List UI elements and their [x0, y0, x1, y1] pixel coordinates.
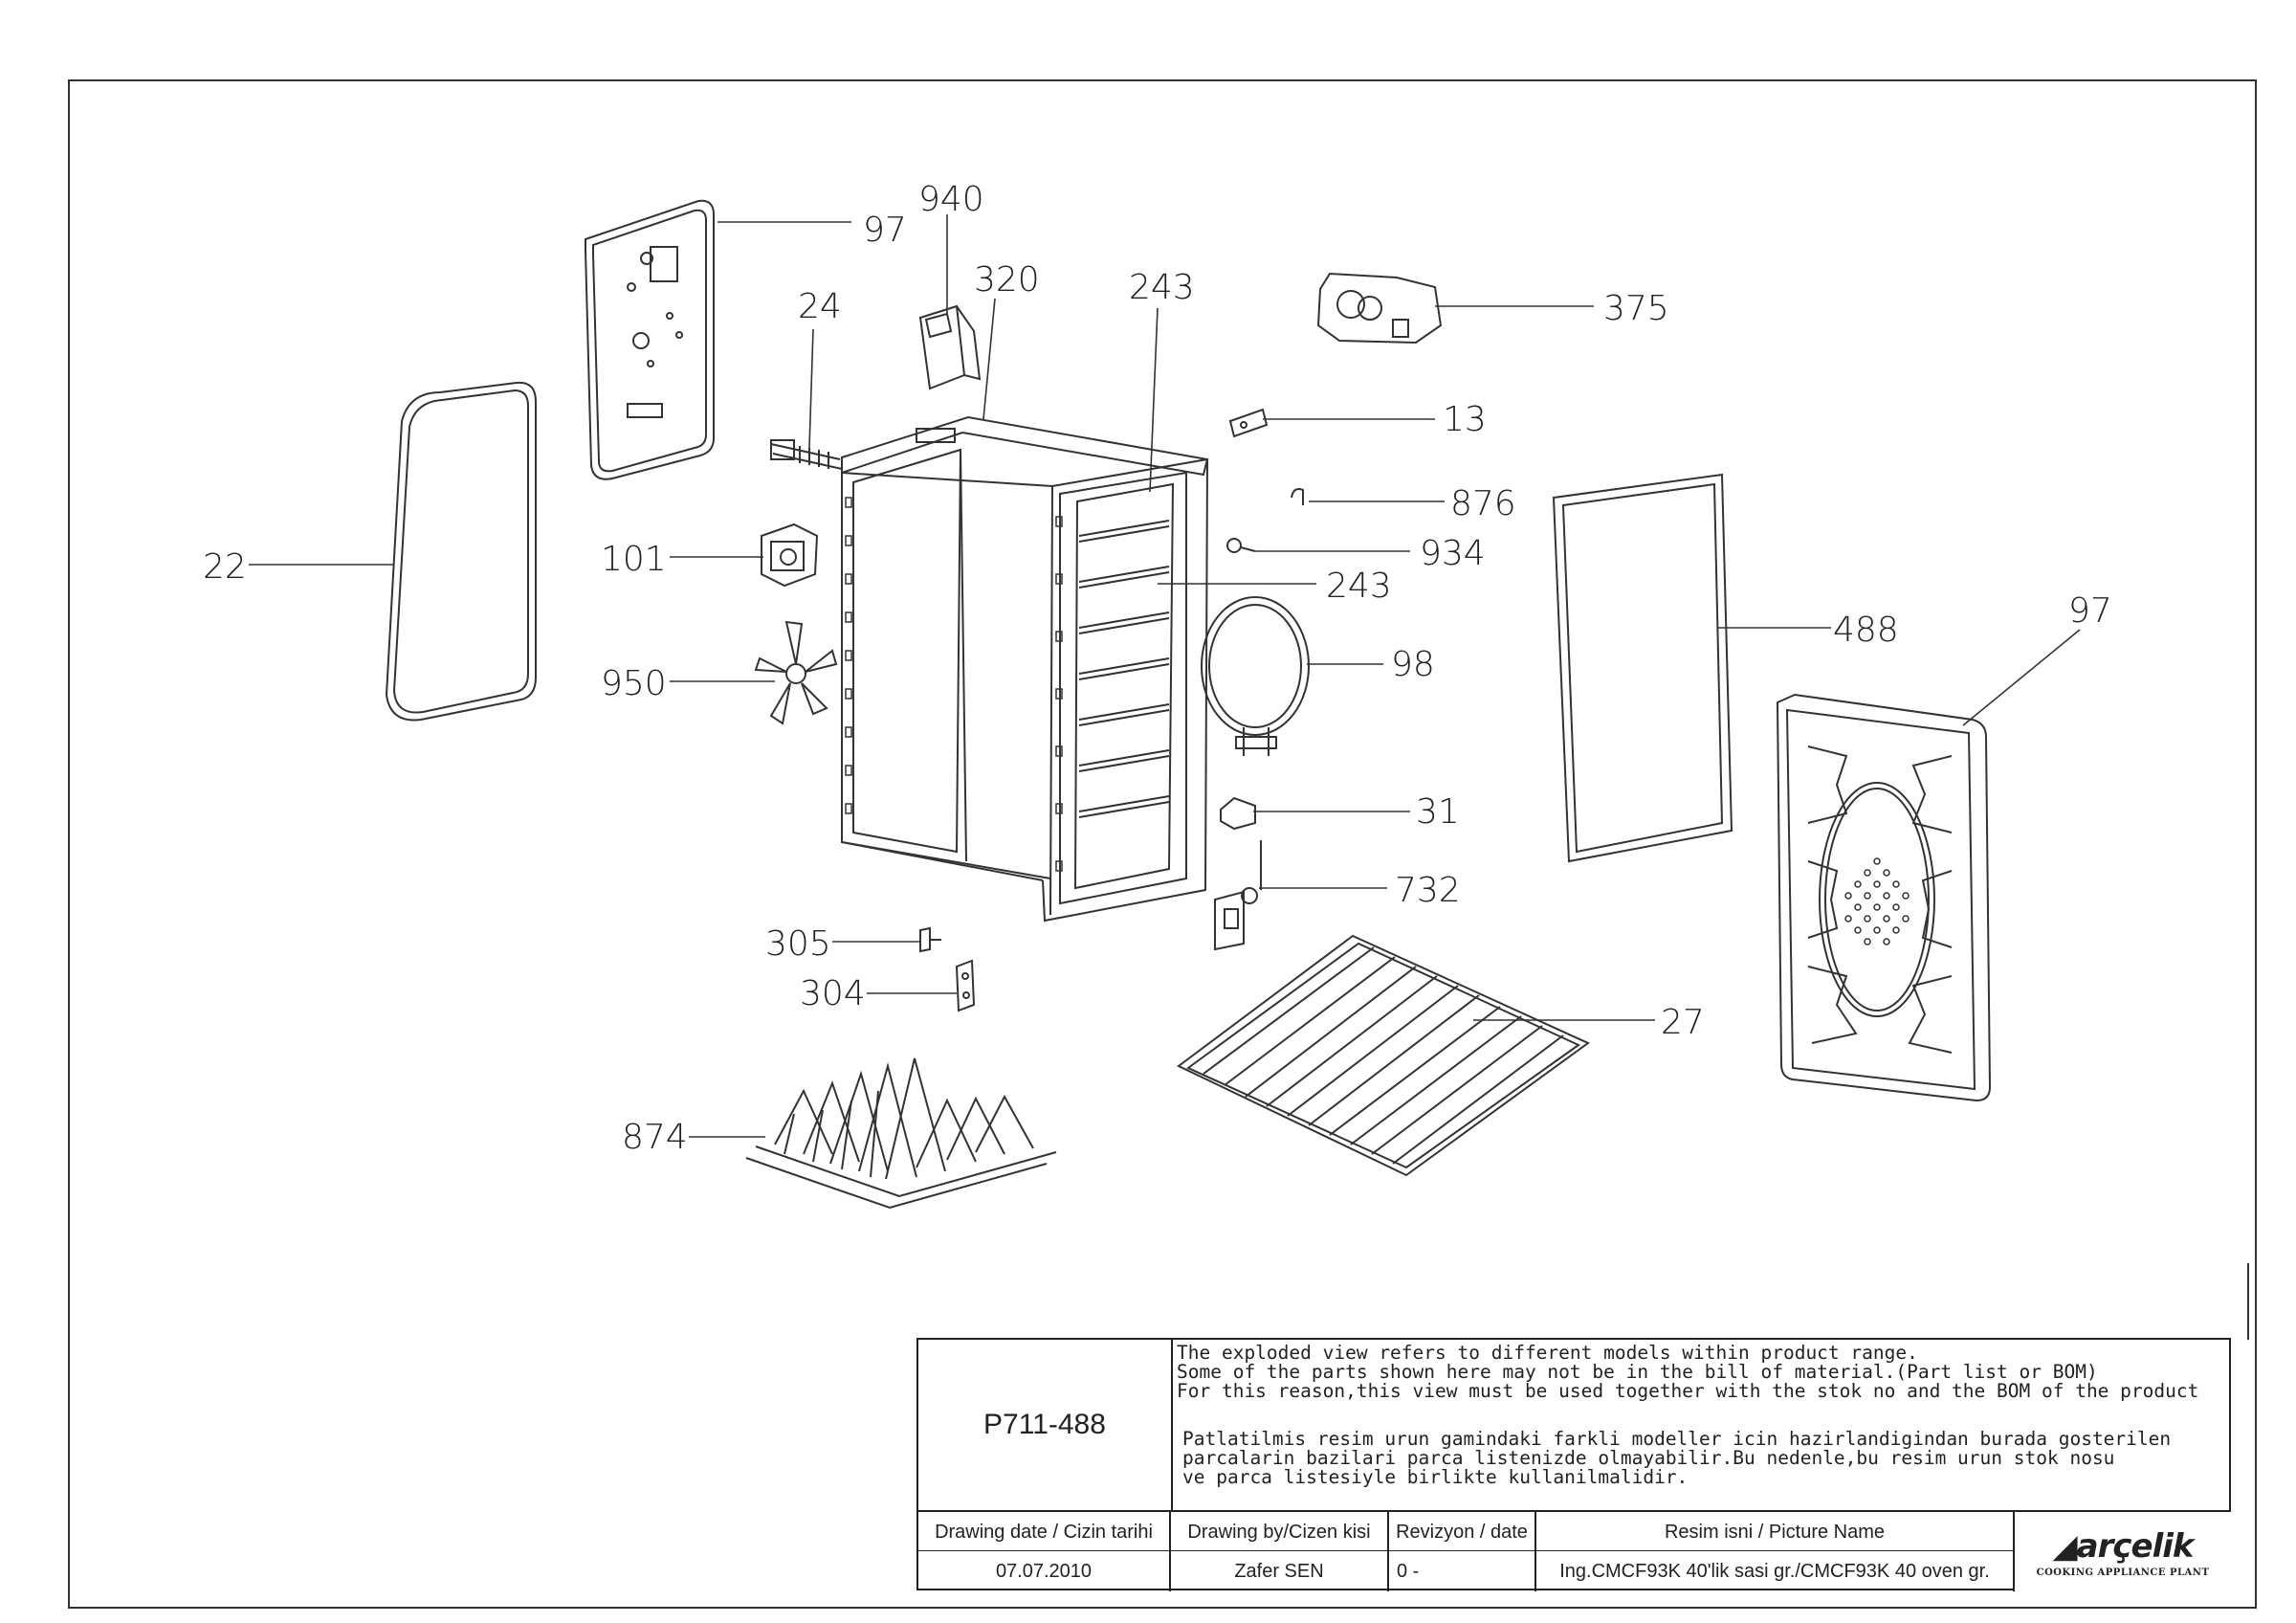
value-row: 07.07.2010 Zafer SEN 0 - Ing.CMCF93K 40'…	[918, 1550, 2229, 1591]
part-label-31: 31	[1416, 792, 1460, 832]
fan-motor-part	[761, 522, 819, 588]
oven-cavity-chassis	[841, 415, 1209, 923]
part-label-243-top: 243	[1129, 268, 1195, 307]
part-label-22: 22	[203, 547, 247, 587]
part-label-97-top: 97	[863, 211, 907, 250]
fan-grille-holes	[1844, 857, 1910, 945]
disclaimer-notes: The exploded view refers to different mo…	[1173, 1340, 2229, 1510]
company-logo: ◢arçelik COOKING APPLIANCE PLANT	[2015, 1510, 2231, 1592]
part-label-24: 24	[798, 287, 842, 326]
rear-panel-part	[1776, 693, 1992, 1102]
small-bracket-part	[919, 926, 941, 953]
door-glass-panel-part	[385, 381, 537, 722]
part-label-305: 305	[765, 924, 831, 964]
thermostat-sensor-part	[1214, 840, 1262, 951]
ring-heater-part	[1201, 596, 1310, 756]
header-row: Drawing date / Cizin tarihi Drawing by/C…	[918, 1510, 2229, 1552]
oven-lamp-part	[1316, 272, 1443, 345]
part-label-375: 375	[1603, 289, 1669, 328]
part-label-950: 950	[601, 664, 667, 703]
picture-name-value: Ing.CMCF93K 40'lik sasi gr./CMCF93K 40 o…	[1536, 1551, 2015, 1591]
part-label-874: 874	[622, 1118, 688, 1157]
part-label-940: 940	[918, 180, 984, 219]
brand-name: ◢arçelik	[2052, 1526, 2194, 1566]
header-picture-name: Resim isni / Picture Name	[1536, 1512, 2015, 1552]
clip-part	[1291, 488, 1304, 505]
hinge-bracket-part	[1228, 408, 1269, 438]
part-label-97-right: 97	[2068, 591, 2112, 631]
part-label-876: 876	[1450, 484, 1516, 523]
part-label-13: 13	[1443, 400, 1487, 439]
header-revision: Revizyon / date	[1389, 1512, 1536, 1552]
fan-blade-part	[754, 620, 838, 725]
part-label-934: 934	[1420, 534, 1486, 573]
part-label-27: 27	[1661, 1003, 1705, 1042]
drawing-by-value: Zafer SEN	[1171, 1551, 1389, 1591]
hinge-part	[955, 959, 976, 1012]
screw-part	[1226, 538, 1256, 553]
part-label-732: 732	[1395, 871, 1461, 910]
note-turkish: Patlatilmis resim urun gamindaki farkli …	[1182, 1428, 2172, 1488]
drawing-frame	[68, 79, 2257, 1609]
dish-rack-part	[745, 1057, 1057, 1210]
part-label-488: 488	[1833, 611, 1899, 650]
drawing-date-value: 07.07.2010	[918, 1551, 1171, 1591]
heating-rod-part	[770, 439, 843, 470]
note-english: The exploded view refers to different mo…	[1177, 1342, 2199, 1402]
plant-name: COOKING APPLIANCE PLANT	[2036, 1567, 2210, 1578]
drawing-code: P711-488	[918, 1340, 1173, 1510]
part-label-98: 98	[1391, 645, 1435, 684]
header-drawing-by: Drawing by/Cizen kisi	[1171, 1512, 1389, 1552]
brand-mark-icon: ◢	[2052, 1526, 2077, 1566]
bracket-part	[918, 304, 982, 390]
revision-value: 0 -	[1389, 1551, 1536, 1591]
door-seal-gasket-part	[1552, 473, 1733, 863]
part-label-243-mid: 243	[1326, 567, 1392, 606]
support-bracket-part	[1220, 796, 1256, 831]
header-drawing-date: Drawing date / Cizin tarihi	[918, 1512, 1171, 1552]
title-block: P711-488 The exploded view refers to dif…	[916, 1338, 2231, 1592]
wire-shelf-rack-part	[1177, 934, 1590, 1177]
part-label-320: 320	[974, 260, 1040, 300]
part-label-101: 101	[601, 540, 667, 579]
part-label-304: 304	[800, 974, 866, 1013]
back-cover-panel-part	[585, 199, 715, 480]
